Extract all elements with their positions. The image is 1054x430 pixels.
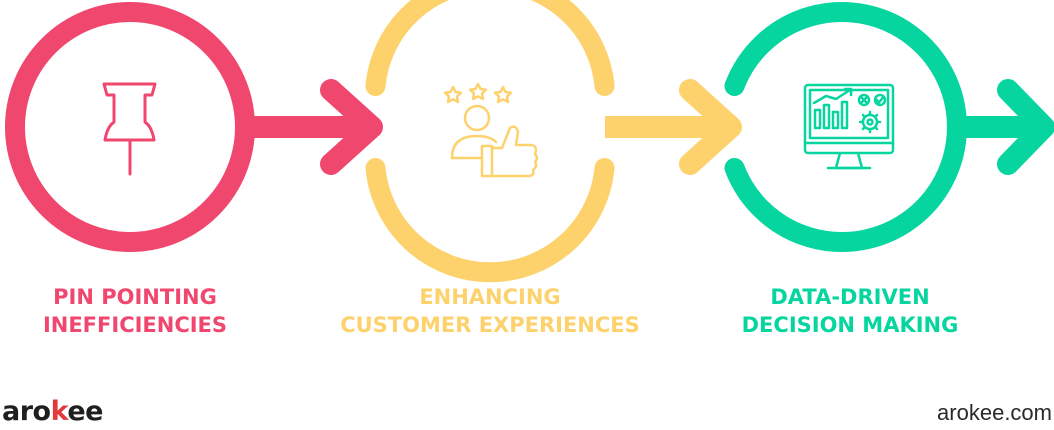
step-2-graphic xyxy=(365,0,742,283)
monitor-analytics-icon xyxy=(803,83,895,170)
step-3-title: DATA-DRIVEN DECISION MAKING xyxy=(735,283,965,339)
star-icon xyxy=(493,85,513,104)
step-1-arrow-head xyxy=(320,79,383,175)
step-1-title-line-1: PIN POINTING xyxy=(53,285,217,309)
customer-thumbs-up-icon xyxy=(443,82,539,178)
step-2-title-line-2: CUSTOMER EXPERIENCES xyxy=(340,313,640,337)
step-3-arrow-head xyxy=(997,79,1054,175)
step-1-ring xyxy=(5,2,255,252)
step-2-arrow-head xyxy=(679,79,742,175)
logo-text-k: k xyxy=(50,396,68,427)
site-url[interactable]: arokee.com xyxy=(937,400,1052,425)
step-1-title-line-2: INEFFICIENCIES xyxy=(42,313,228,337)
step-2-title: ENHANCING CUSTOMER EXPERIENCES xyxy=(330,283,650,339)
step-3-graphic xyxy=(724,2,1054,252)
pushpin-icon xyxy=(102,82,157,176)
step-1-graphic xyxy=(5,2,383,252)
star-icon xyxy=(468,82,488,101)
step-2-title-line-1: ENHANCING xyxy=(419,285,561,309)
step-3-ring xyxy=(724,2,967,252)
step-2-ring-top xyxy=(365,0,615,96)
step-1-title: PIN POINTING INEFFICIENCIES xyxy=(20,283,250,339)
logo-text-suffix: ee xyxy=(67,396,103,427)
step-3-title-line-1: DATA-DRIVEN xyxy=(770,285,930,309)
logo-text-prefix: aro xyxy=(2,396,51,427)
step-3-title-line-2: DECISION MAKING xyxy=(741,313,959,337)
step-2-ring-bottom xyxy=(365,158,615,283)
star-icon xyxy=(443,85,463,104)
brand-logo: arokee xyxy=(2,396,103,428)
